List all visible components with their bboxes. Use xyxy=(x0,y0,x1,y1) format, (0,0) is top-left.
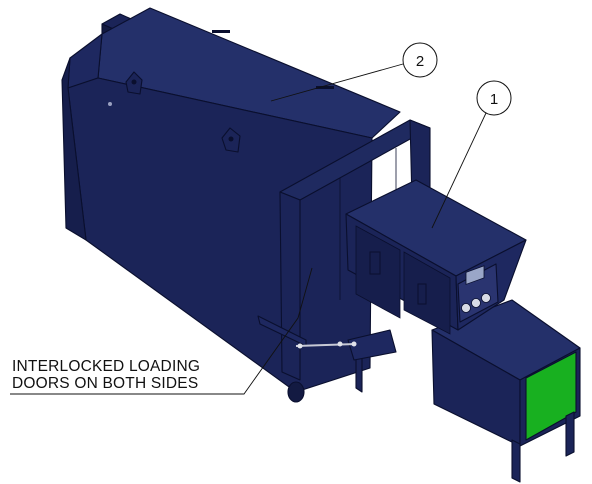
balloon-2-leader xyxy=(270,63,404,102)
control-box xyxy=(345,179,527,335)
balloon-1: 1 xyxy=(476,80,512,116)
balloon-2: 2 xyxy=(402,42,438,78)
callout-line-1: INTERLOCKED LOADING xyxy=(12,358,200,375)
interlock-callout: INTERLOCKED LOADING DOORS ON BOTH SIDES xyxy=(10,267,313,395)
callout-leader xyxy=(10,267,313,395)
balloon-1-leader xyxy=(431,112,487,229)
balloon-1-label: 1 xyxy=(490,91,498,108)
hopper-chute xyxy=(355,299,581,483)
balloon-2-label: 2 xyxy=(416,53,424,70)
callout-line-2: DOORS ON BOTH SIDES xyxy=(12,375,198,392)
green-end-panel xyxy=(525,351,577,441)
interlock-linkage xyxy=(257,315,397,361)
